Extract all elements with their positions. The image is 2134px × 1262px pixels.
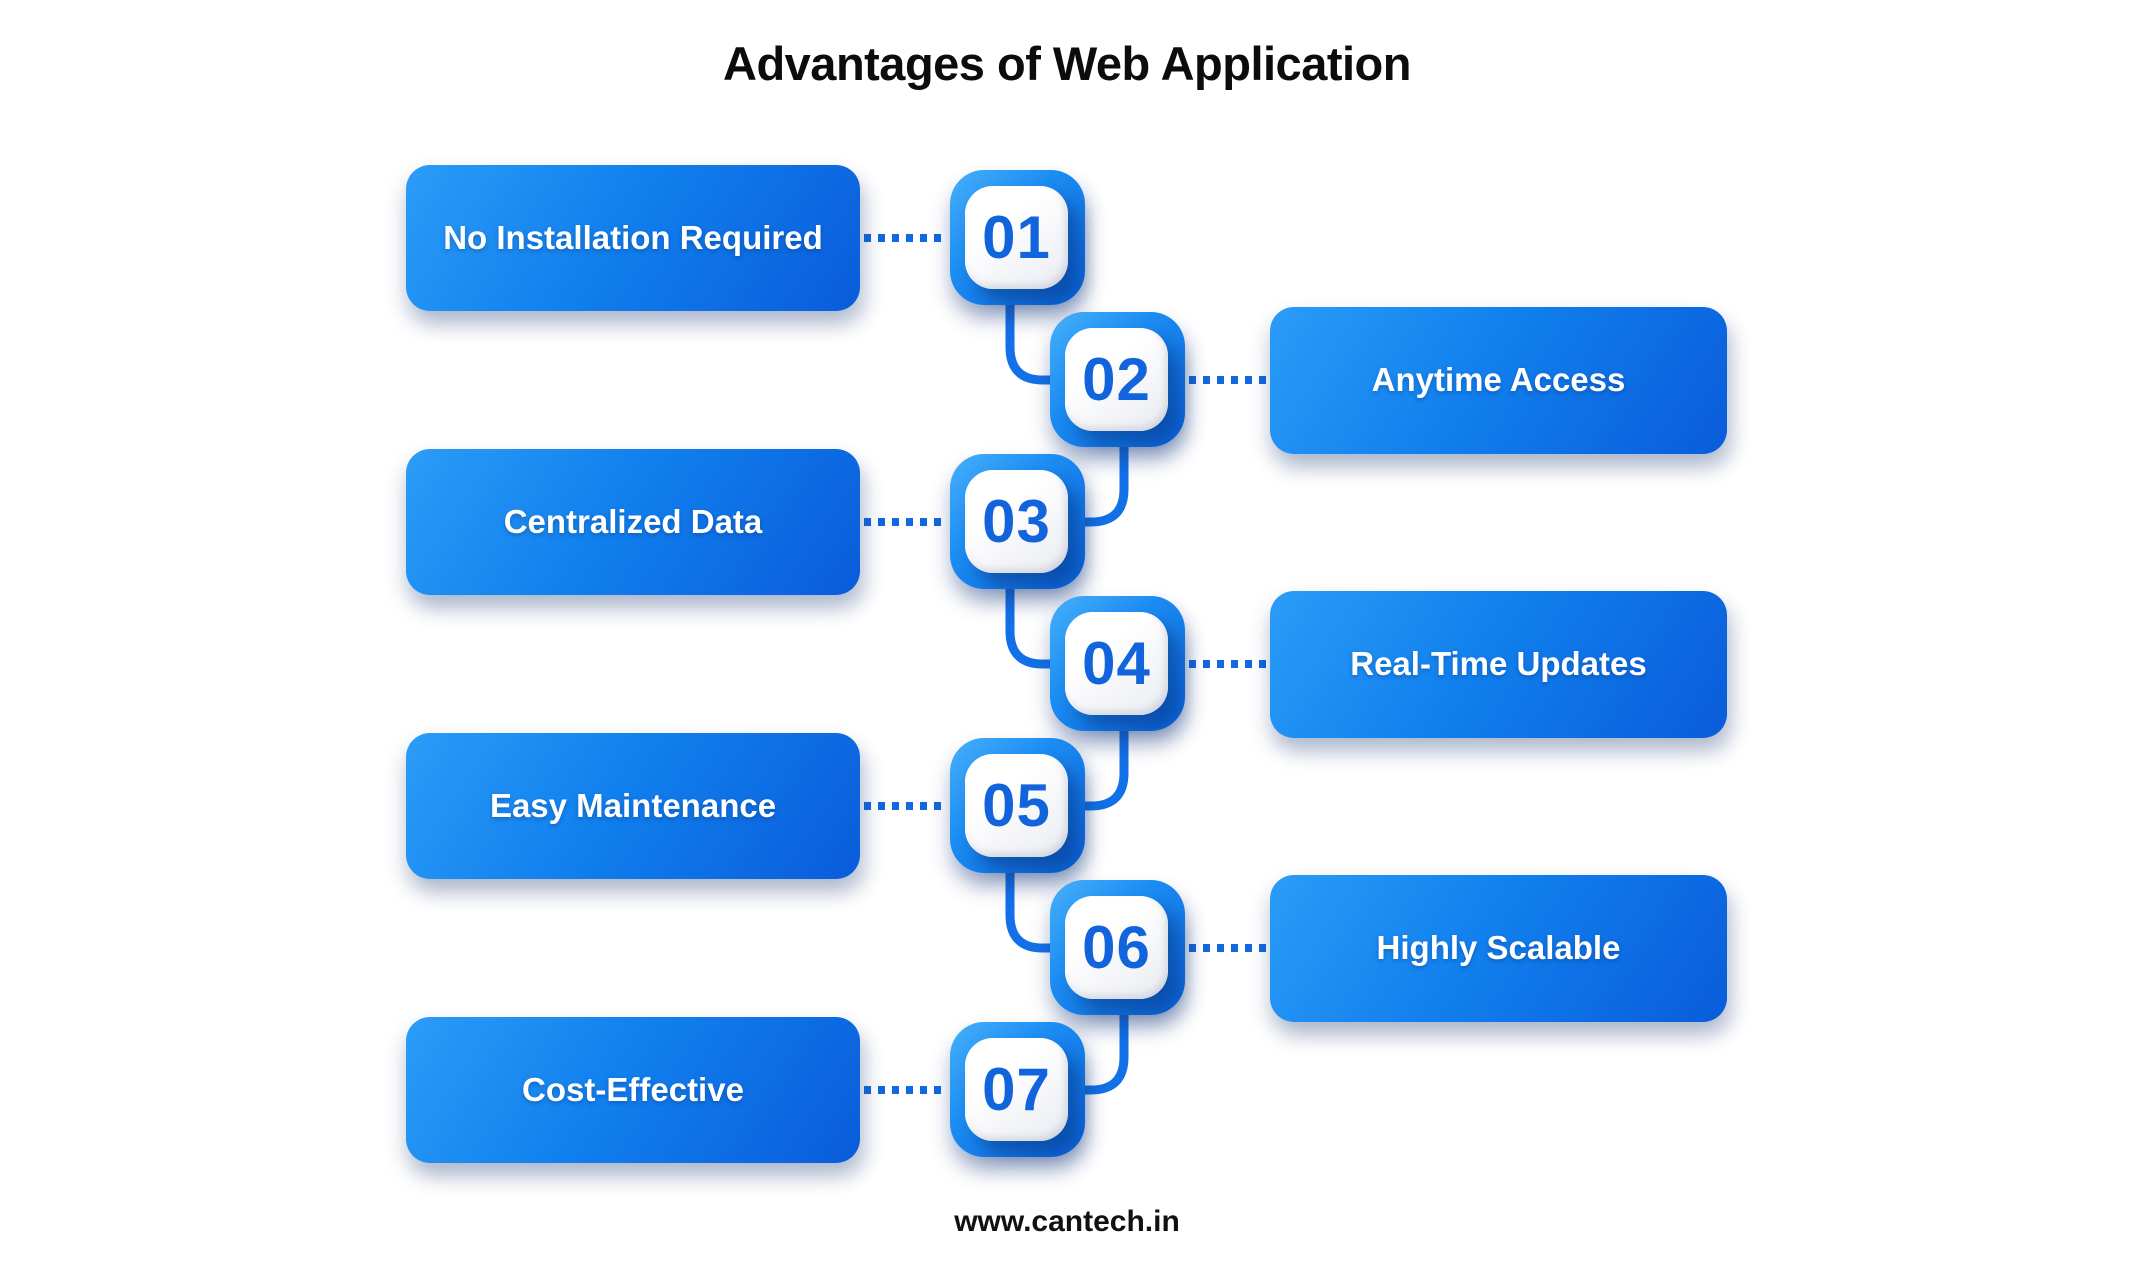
step-number-plate: 04 [1065, 612, 1168, 715]
step-badge-01: 01 [950, 170, 1085, 305]
advantage-label: Real-Time Updates [1350, 645, 1647, 683]
step-number-plate: 02 [1065, 328, 1168, 431]
advantage-label: Anytime Access [1371, 361, 1626, 399]
step-number: 03 [982, 488, 1051, 555]
curve-01-02 [1005, 290, 1057, 385]
advantage-box-centralized-data: Centralized Data [406, 449, 860, 595]
advantage-label: Cost-Effective [522, 1070, 744, 1108]
advantage-box-anytime-access: Anytime Access [1270, 307, 1727, 454]
step-badge-07: 07 [950, 1022, 1085, 1157]
curve-02-03 [1077, 435, 1129, 527]
step-number: 02 [1082, 346, 1151, 413]
advantage-label: Easy Maintenance [489, 786, 777, 824]
step-badge-03: 03 [950, 454, 1085, 589]
curve-05-06 [1005, 858, 1057, 953]
curved-connectors [1005, 290, 1129, 1095]
step-number-plate: 07 [965, 1038, 1068, 1141]
advantage-box-highly-scalable: Highly Scalable [1270, 875, 1727, 1022]
step-number: 01 [982, 204, 1051, 271]
step-number: 06 [1082, 914, 1151, 981]
footer-url: www.cantech.in [954, 1205, 1180, 1238]
curve-06-07 [1077, 1003, 1129, 1095]
step-number-plate: 03 [965, 470, 1068, 573]
advantage-label: Centralized Data [503, 502, 763, 540]
step-number-plate: 01 [965, 186, 1068, 289]
page-title: Advantages of Web Application [723, 37, 1411, 90]
advantage-box-cost-effective: Cost-Effective [406, 1017, 860, 1163]
step-badge-06: 06 [1050, 880, 1185, 1015]
advantage-box-easy-maintenance: Easy Maintenance [406, 733, 860, 879]
step-number-plate: 05 [965, 754, 1068, 857]
step-badge-05: 05 [950, 738, 1085, 873]
advantage-box-no-installation: No Installation Required [406, 165, 860, 311]
step-badge-02: 02 [1050, 312, 1185, 447]
step-number: 05 [982, 772, 1051, 839]
step-number: 07 [982, 1056, 1051, 1123]
step-number: 04 [1082, 630, 1151, 697]
advantage-box-real-time-updates: Real-Time Updates [1270, 591, 1727, 738]
curve-04-05 [1077, 719, 1129, 811]
advantage-label: Highly Scalable [1376, 929, 1621, 967]
step-number-plate: 06 [1065, 896, 1168, 999]
curve-03-04 [1005, 574, 1057, 669]
advantage-label: No Installation Required [443, 218, 823, 256]
step-badge-04: 04 [1050, 596, 1185, 731]
